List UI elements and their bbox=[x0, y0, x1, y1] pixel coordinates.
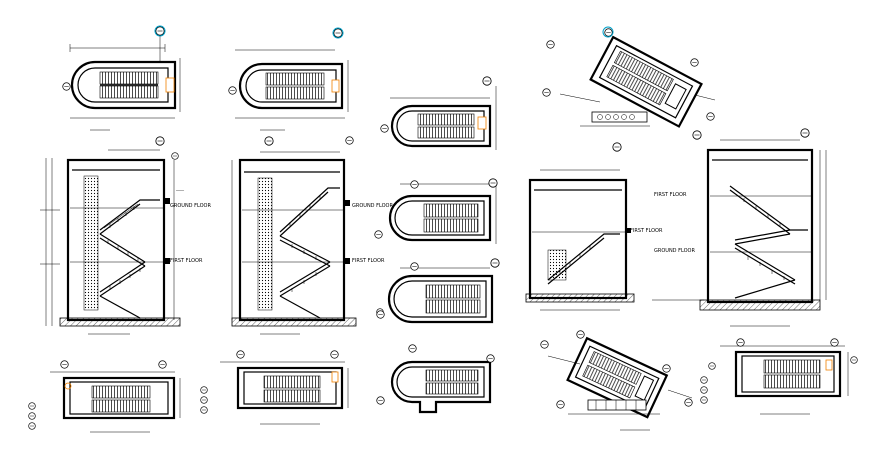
plan-bottom-rotated-base bbox=[540, 330, 693, 431]
plan-bottom-1 bbox=[28, 360, 181, 433]
section-1: GROUND FLOOR FIRST FLOOR ____ bbox=[40, 136, 211, 335]
plan-mid-1 bbox=[374, 178, 498, 244]
svg-text:____: ____ bbox=[175, 186, 185, 191]
section-4-label-a: FIRST FLOOR bbox=[654, 192, 687, 198]
section-4-label-b: GROUND FLOOR bbox=[654, 248, 695, 254]
plan-bottom-4 bbox=[700, 338, 858, 415]
plan-bottom-3 bbox=[376, 344, 495, 414]
plan-top-rotated-base bbox=[542, 26, 716, 127]
section-2-label-a: GROUND FLOOR bbox=[352, 203, 393, 209]
section-3-label-a: FIRST FLOOR bbox=[630, 228, 663, 234]
plan-top-3 bbox=[380, 76, 497, 150]
section-2-label-b: FIRST FLOOR bbox=[352, 258, 385, 264]
plan-bottom-rotated bbox=[566, 336, 669, 419]
plan-top-2 bbox=[228, 27, 349, 131]
plan-top-rotated bbox=[589, 35, 703, 128]
section-3: FIRST FLOOR bbox=[525, 142, 663, 311]
plan-mid-2 bbox=[376, 258, 500, 324]
section-1-label-a: GROUND FLOOR bbox=[170, 203, 211, 209]
section-4: FIRST FLOOR GROUND FLOOR bbox=[652, 128, 827, 327]
section-1-label-b: FIRST FLOOR bbox=[170, 258, 203, 264]
section-2: GROUND FLOOR FIRST FLOOR bbox=[231, 136, 393, 335]
plan-bottom-2 bbox=[200, 350, 349, 425]
plan-top-1 bbox=[62, 25, 181, 131]
